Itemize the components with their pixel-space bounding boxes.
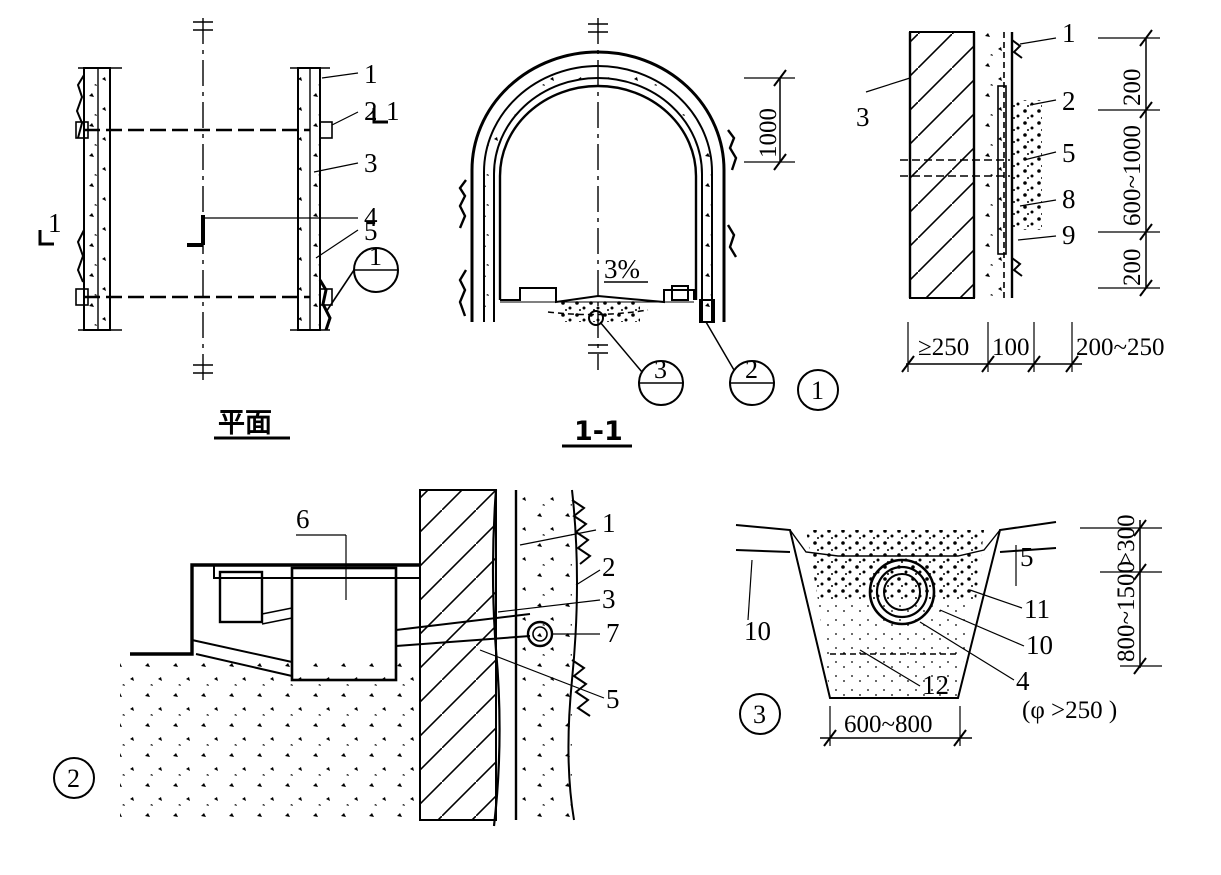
section-view <box>458 18 839 448</box>
detail2-callout-6: 6 <box>296 504 310 534</box>
detail3-pipe-note: (φ >250 ) <box>1022 697 1117 724</box>
detail1-dim-600-1000: 600~1000 <box>1119 125 1146 226</box>
detail1-callout-3: 3 <box>856 102 870 132</box>
detail2-callout-7: 7 <box>606 618 620 648</box>
detail1-callout-2: 2 <box>1062 86 1076 116</box>
detail3-number: 3 <box>753 700 766 729</box>
detail3-dim-600-800: 600~800 <box>844 711 933 738</box>
detail3-callout-5: 5 <box>1020 542 1034 572</box>
detail1-dim-100: 100 <box>992 334 1030 361</box>
detail1-dim-200-250: 200~250 <box>1076 334 1165 361</box>
plan-section-mark-right: 1 <box>386 96 400 126</box>
section-title: 1-1 <box>574 416 623 447</box>
detail3-callout-11: 11 <box>1024 594 1050 624</box>
section-detail-no: 1 <box>811 376 824 405</box>
detail3-callout-4: 4 <box>1016 666 1030 696</box>
detail1-dim-200-bottom: 200 <box>1119 249 1146 287</box>
detail-1 <box>865 29 1160 373</box>
plan-callout-2: 2 <box>364 96 378 126</box>
detail3-dim-800-1500: 800~1500 <box>1113 561 1140 662</box>
detail2-number: 2 <box>67 764 80 793</box>
section-ref-2: 2 <box>745 355 758 384</box>
detail1-dim-200-top: 200 <box>1119 69 1146 107</box>
plan-callout-5: 5 <box>364 216 378 246</box>
detail2-callout-2: 2 <box>602 552 616 582</box>
plan-view <box>38 18 399 440</box>
detail1-callout-5: 5 <box>1062 138 1076 168</box>
detail-3 <box>735 519 1162 747</box>
plan-callout-4: 4 <box>364 202 378 232</box>
detail3-dim-300: >300 <box>1113 514 1140 566</box>
detail3-callout-12: 12 <box>922 670 949 700</box>
detail2-callout-1: 1 <box>602 508 616 538</box>
detail1-callout-8: 8 <box>1062 184 1076 214</box>
section-slope: 3% <box>604 254 640 284</box>
plan-callout-1: 1 <box>364 59 378 89</box>
plan-callout-3: 3 <box>364 148 378 178</box>
plan-detail-ref: 1 <box>369 242 382 271</box>
detail2-callout-5: 5 <box>606 684 620 714</box>
section-dim-1000: 1000 <box>755 108 782 158</box>
section-ref-3: 3 <box>654 355 667 384</box>
plan-title: 平面 <box>218 408 272 439</box>
detail2-callout-3: 3 <box>602 584 616 614</box>
detail1-callout-9: 9 <box>1062 220 1076 250</box>
detail1-dim-250: ≥250 <box>918 334 969 361</box>
detail-2 <box>53 489 605 827</box>
detail3-callout-10: 10 <box>1026 630 1053 660</box>
detail3-callout-10-left: 10 <box>744 616 771 646</box>
detail1-callout-1: 1 <box>1062 18 1076 48</box>
plan-section-mark-left: 1 <box>48 208 62 238</box>
